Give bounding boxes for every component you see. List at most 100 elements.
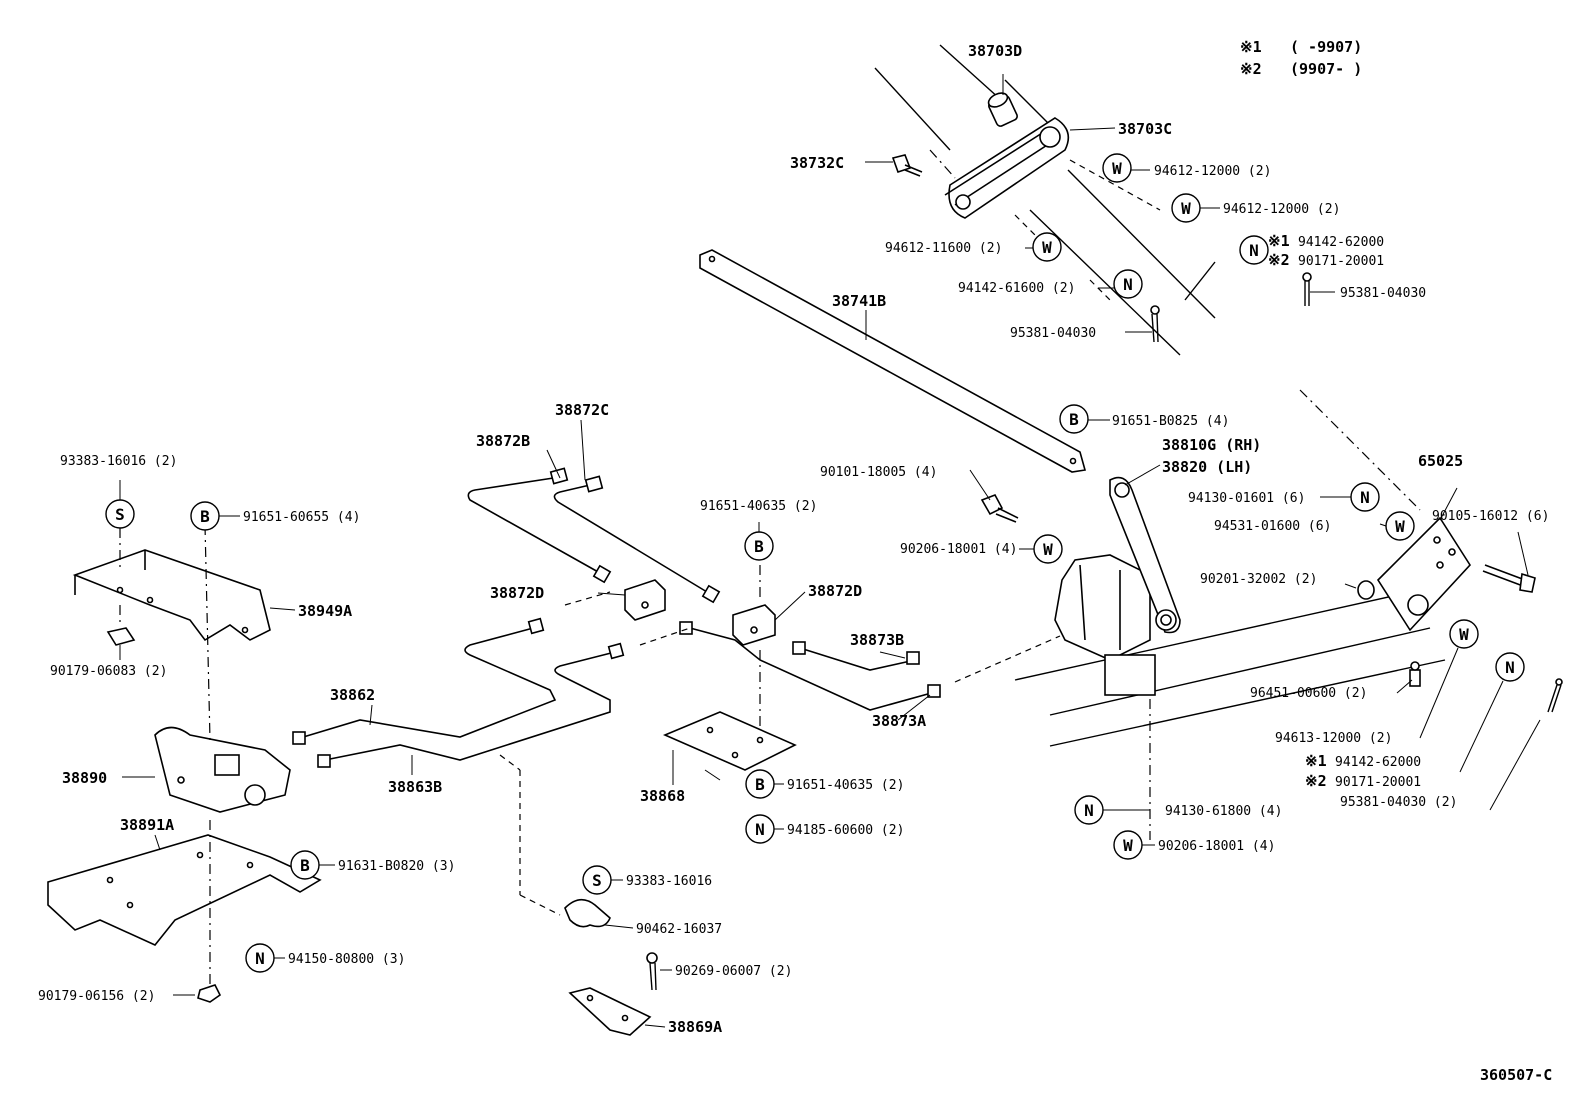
svg-text:B: B — [1069, 410, 1079, 429]
label-38703D: 38703D — [968, 42, 1022, 60]
label-38820: 38820 (LH) — [1162, 458, 1252, 476]
label-38869A: 38869A — [668, 1018, 722, 1036]
label-38872D-left: 38872D — [490, 584, 544, 602]
label-95381-04030-b: 95381-04030 — [1340, 286, 1426, 301]
diagram-code: 360507-C — [1480, 1066, 1552, 1084]
label-90462-16037: 90462-16037 — [636, 922, 722, 937]
note1-mark-bot: ※1 — [1305, 752, 1327, 770]
label-38872B: 38872B — [476, 432, 530, 450]
bracket-38869A — [568, 987, 652, 1036]
pin-95381-b — [1302, 272, 1312, 306]
label-94142-61600: 94142-61600 (2) — [958, 281, 1075, 296]
label-38873A: 38873A — [872, 712, 926, 730]
symbol-B-rod: B — [1059, 404, 1089, 434]
rod-38741B — [699, 249, 1087, 473]
svg-text:W: W — [1181, 199, 1191, 218]
symbol-W-top3: W — [1032, 232, 1062, 262]
sensor-38890 — [154, 726, 291, 813]
label-38703C: 38703C — [1118, 120, 1172, 138]
label-65025: 65025 — [1418, 452, 1463, 470]
plate-38891A — [47, 834, 322, 946]
symbol-N-plate: N — [245, 943, 275, 973]
label-90179-06156: 90179-06156 (2) — [38, 989, 155, 1004]
label-38891A: 38891A — [120, 816, 174, 834]
symbol-W-valve: W — [1033, 534, 1063, 564]
label-94612-12000-b: 94612-12000 (2) — [1223, 202, 1340, 217]
washer-90201-32002 — [1357, 580, 1375, 600]
label-91651-B0825: 91651-B0825 (4) — [1112, 414, 1229, 429]
label-38890: 38890 — [62, 769, 107, 787]
symbol-N-frame: N — [1074, 795, 1104, 825]
link-plate-38703C — [944, 117, 1070, 219]
symbol-W-lower: W — [1449, 619, 1479, 649]
svg-text:S: S — [592, 871, 602, 890]
note2-mark-bot: ※2 — [1305, 772, 1327, 790]
svg-text:S: S — [115, 505, 125, 524]
label-94531-01600: 94531-01600 (6) — [1214, 519, 1331, 534]
bracket-65025 — [1376, 516, 1472, 632]
label-38868: 38868 — [640, 787, 685, 805]
svg-text:B: B — [755, 775, 765, 794]
symbol-B-plate: B — [290, 850, 320, 880]
symbol-N-lower: N — [1495, 652, 1525, 682]
leader-lines — [119, 74, 1541, 1028]
label-91651-40635-b: 91651-40635 (2) — [787, 778, 904, 793]
label-95381-04030-c: 95381-04030 (2) — [1340, 795, 1457, 810]
bolt-90105-16012 — [1482, 564, 1536, 593]
block-38872D-right — [732, 604, 776, 646]
symbol-N-top1: N — [1113, 269, 1143, 299]
legend-range-1: ( -9907) — [1290, 38, 1362, 56]
label-94130-61800: 94130-61800 (4) — [1165, 804, 1282, 819]
symbol-B-left: B — [190, 501, 220, 531]
pin-95381-c — [1547, 678, 1563, 713]
label-90179-06083: 90179-06083 (2) — [50, 664, 167, 679]
symbol-N-65025: N — [1350, 482, 1380, 512]
clamp-90462-16037 — [564, 898, 611, 928]
label-90105-16012: 90105-16012 (6) — [1432, 509, 1549, 524]
label-93383-16016-b: 93383-16016 — [626, 874, 712, 889]
svg-text:N: N — [1084, 801, 1094, 820]
label-90206-18001-b: 90206-18001 (4) — [1158, 839, 1275, 854]
label-94613-12000: 94613-12000 (2) — [1275, 731, 1392, 746]
symbol-W-top1: W — [1102, 153, 1132, 183]
symbol-W-top2: W — [1171, 193, 1201, 223]
labels: 38703D 38703C 38732C 94612-12000 (2) 946… — [38, 42, 1552, 1084]
label-38872C: 38872C — [555, 401, 609, 419]
label-94130-01601: 94130-01601 (6) — [1188, 491, 1305, 506]
frame-rails — [1014, 389, 1446, 840]
label-38949A: 38949A — [298, 602, 352, 620]
svg-text:W: W — [1042, 238, 1052, 257]
svg-text:W: W — [1123, 836, 1133, 855]
clip-90179-06083 — [106, 627, 136, 646]
symbol-N-top2: N — [1239, 235, 1269, 265]
symbol-S-clamp: S — [582, 865, 612, 895]
symbol-N-38868: N — [745, 814, 775, 844]
svg-text:W: W — [1459, 625, 1469, 644]
legend-mark-1: ※1 — [1240, 38, 1262, 56]
label-90171-20001-bot: 90171-20001 — [1335, 775, 1421, 790]
label-94142-62000-bot: 94142-62000 — [1335, 755, 1421, 770]
pin-95381-a — [1150, 305, 1160, 343]
label-38863B: 38863B — [388, 778, 442, 796]
bracket-38868 — [662, 711, 797, 771]
note2-mark-top: ※2 — [1268, 251, 1290, 269]
stud-96451-00600 — [1409, 661, 1421, 687]
bracket-38949A — [72, 549, 271, 642]
label-93383-16016-a: 93383-16016 (2) — [60, 454, 177, 469]
label-90171-20001-top: 90171-20001 — [1298, 254, 1384, 269]
top-linkage — [874, 44, 1312, 356]
svg-text:W: W — [1112, 159, 1122, 178]
symbol-B-block: B — [744, 531, 774, 561]
label-38862: 38862 — [330, 686, 375, 704]
bolt-38732C — [891, 154, 923, 177]
svg-text:B: B — [754, 537, 764, 556]
svg-text:N: N — [1123, 275, 1133, 294]
label-94150-80800: 94150-80800 (3) — [288, 952, 405, 967]
svg-text:W: W — [1043, 540, 1053, 559]
block-38872D-left — [624, 579, 666, 621]
label-90101-18005: 90101-18005 (4) — [820, 465, 937, 480]
symbol-W-65025: W — [1385, 511, 1415, 541]
note1-mark-top: ※1 — [1268, 232, 1290, 250]
bushing-38703D — [987, 92, 1018, 127]
